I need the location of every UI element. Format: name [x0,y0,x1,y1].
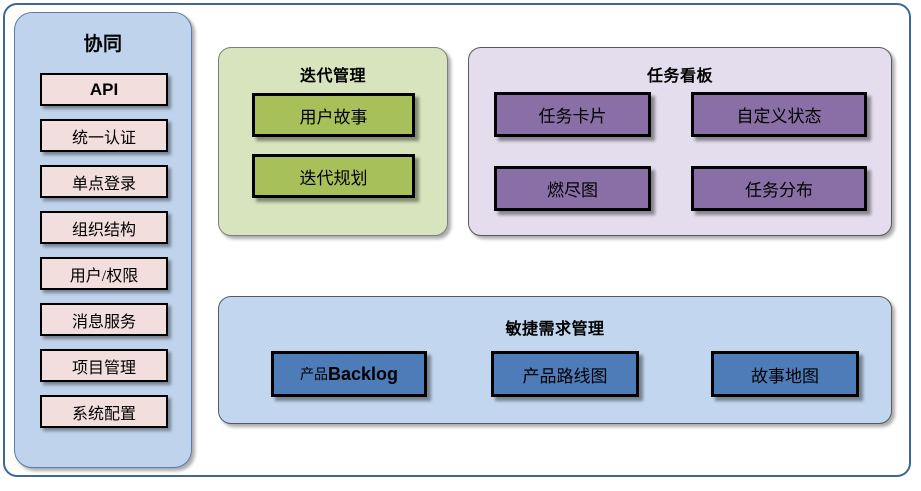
sidebar-item-system-config[interactable]: 系统配置 [40,395,168,428]
chip-label: 任务卡片 [538,107,607,126]
sidebar-item-api[interactable]: API [40,73,168,106]
chip-label: 产品路线图 [522,366,608,386]
chip-label: 故事地图 [751,366,819,386]
chip-custom-status[interactable]: 自定义状态 [691,92,867,137]
sidebar-item-label: 消息服务 [71,313,136,331]
chip-task-card[interactable]: 任务卡片 [494,92,651,137]
sidebar-panel-collaboration[interactable]: 协同 API 统一认证 单点登录 组织结构 用户/权限 消息服务 项目管理 系统… [14,12,192,468]
chip-label-latin: Backlog [327,363,399,384]
chip-task-distribution[interactable]: 任务分布 [691,166,867,211]
chip-label-cjk: 产品 [299,368,328,383]
sidebar-item-sso[interactable]: 单点登录 [40,165,168,198]
chip-product-roadmap[interactable]: 产品路线图 [491,351,639,397]
chip-story-map[interactable]: 故事地图 [711,351,859,397]
panel-iteration-management[interactable]: 迭代管理 用户故事 迭代规划 [218,47,448,236]
sidebar-item-label: 项目管理 [71,359,136,377]
sidebar-item-user-permission[interactable]: 用户/权限 [40,257,168,290]
chip-label: 用户故事 [299,107,368,127]
iteration-panel-title: 迭代管理 [299,68,366,85]
sidebar-item-label: 系统配置 [71,405,136,423]
chip-user-story[interactable]: 用户故事 [252,93,415,137]
agile-panel-title: 敏捷需求管理 [505,321,605,338]
chip-label: 迭代规划 [299,168,368,188]
taskboard-panel-title: 任务看板 [646,68,713,85]
sidebar-item-label: API [89,79,119,99]
sidebar-item-label: 单点登录 [71,175,136,193]
panel-task-board[interactable]: 任务看板 任务卡片 自定义状态 燃尽图 任务分布 [468,47,892,236]
sidebar-item-unified-auth[interactable]: 统一认证 [40,119,168,152]
sidebar-item-label: 用户/权限 [69,267,139,285]
chip-label: 自定义状态 [736,107,822,126]
sidebar-title: 协同 [83,34,123,55]
sidebar-item-message-service[interactable]: 消息服务 [40,303,168,336]
sidebar-item-label: 统一认证 [71,129,136,147]
sidebar-item-org-structure[interactable]: 组织结构 [40,211,168,244]
sidebar-item-label: 组织结构 [71,221,136,239]
chip-burndown-chart[interactable]: 燃尽图 [494,166,651,211]
chip-iteration-planning[interactable]: 迭代规划 [252,154,415,198]
chip-label: 任务分布 [745,181,813,200]
chip-label: 燃尽图 [547,181,598,200]
sidebar-item-project-management[interactable]: 项目管理 [40,349,168,382]
